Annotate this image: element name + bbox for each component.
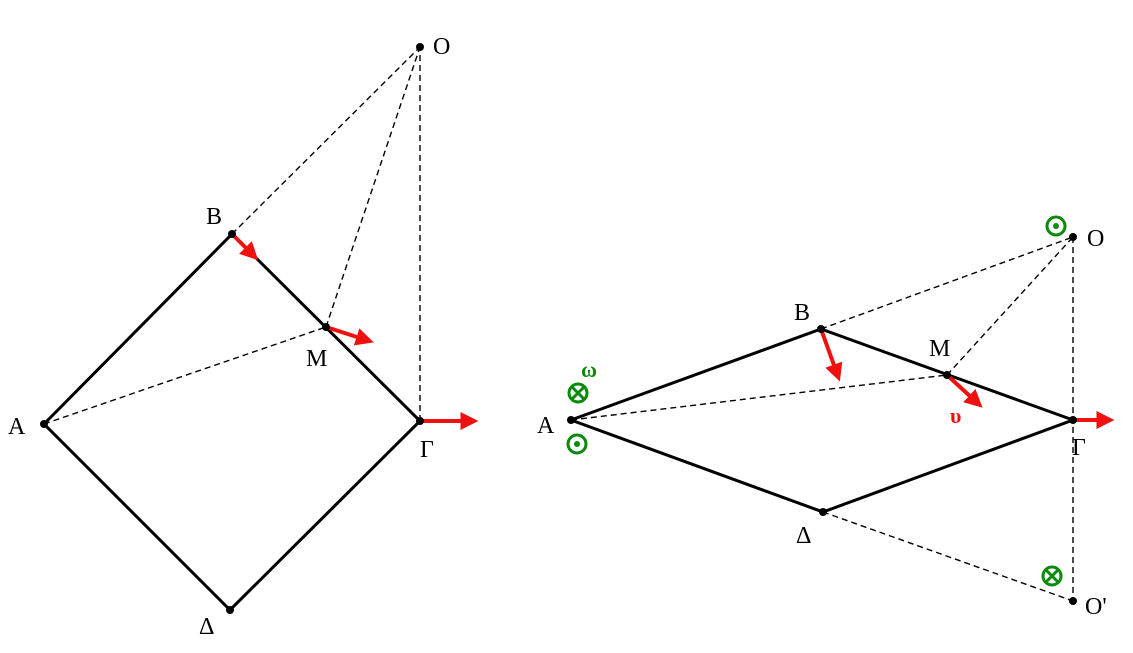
label-m: M xyxy=(306,346,327,372)
right-figure: ω υ O O' B M A Γ Δ xyxy=(537,215,1115,620)
velocity-arrow-m xyxy=(945,373,983,408)
out-of-page-icon-a xyxy=(566,433,588,455)
label-g: Γ xyxy=(1072,435,1086,461)
square-abgd xyxy=(41,231,423,613)
label-b: B xyxy=(794,300,810,326)
points xyxy=(567,233,1077,605)
label-d: Δ xyxy=(796,523,811,549)
rhombus-abgd xyxy=(566,327,1078,514)
label-o-prime: O' xyxy=(1085,594,1107,620)
label-b: B xyxy=(206,204,222,230)
velocity-arrow-b xyxy=(819,328,843,382)
label-a: A xyxy=(537,413,555,439)
label-o: O xyxy=(1087,226,1104,252)
left-figure: O B M A Γ Δ xyxy=(8,34,479,640)
label-m: M xyxy=(929,336,950,362)
into-page-icon-a xyxy=(567,382,589,404)
label-d: Δ xyxy=(199,614,214,640)
construction-lines xyxy=(43,46,421,425)
label-omega: ω xyxy=(581,357,597,382)
out-of-page-icon-o xyxy=(1045,215,1067,237)
points xyxy=(40,43,424,614)
construction-lines xyxy=(570,236,1074,602)
label-g: Γ xyxy=(420,437,434,463)
velocity-arrow-m xyxy=(325,325,374,346)
label-o: O xyxy=(433,34,450,60)
label-velocity: υ xyxy=(950,403,961,428)
into-page-icon-o-prime xyxy=(1041,565,1063,587)
label-a: A xyxy=(8,414,26,440)
